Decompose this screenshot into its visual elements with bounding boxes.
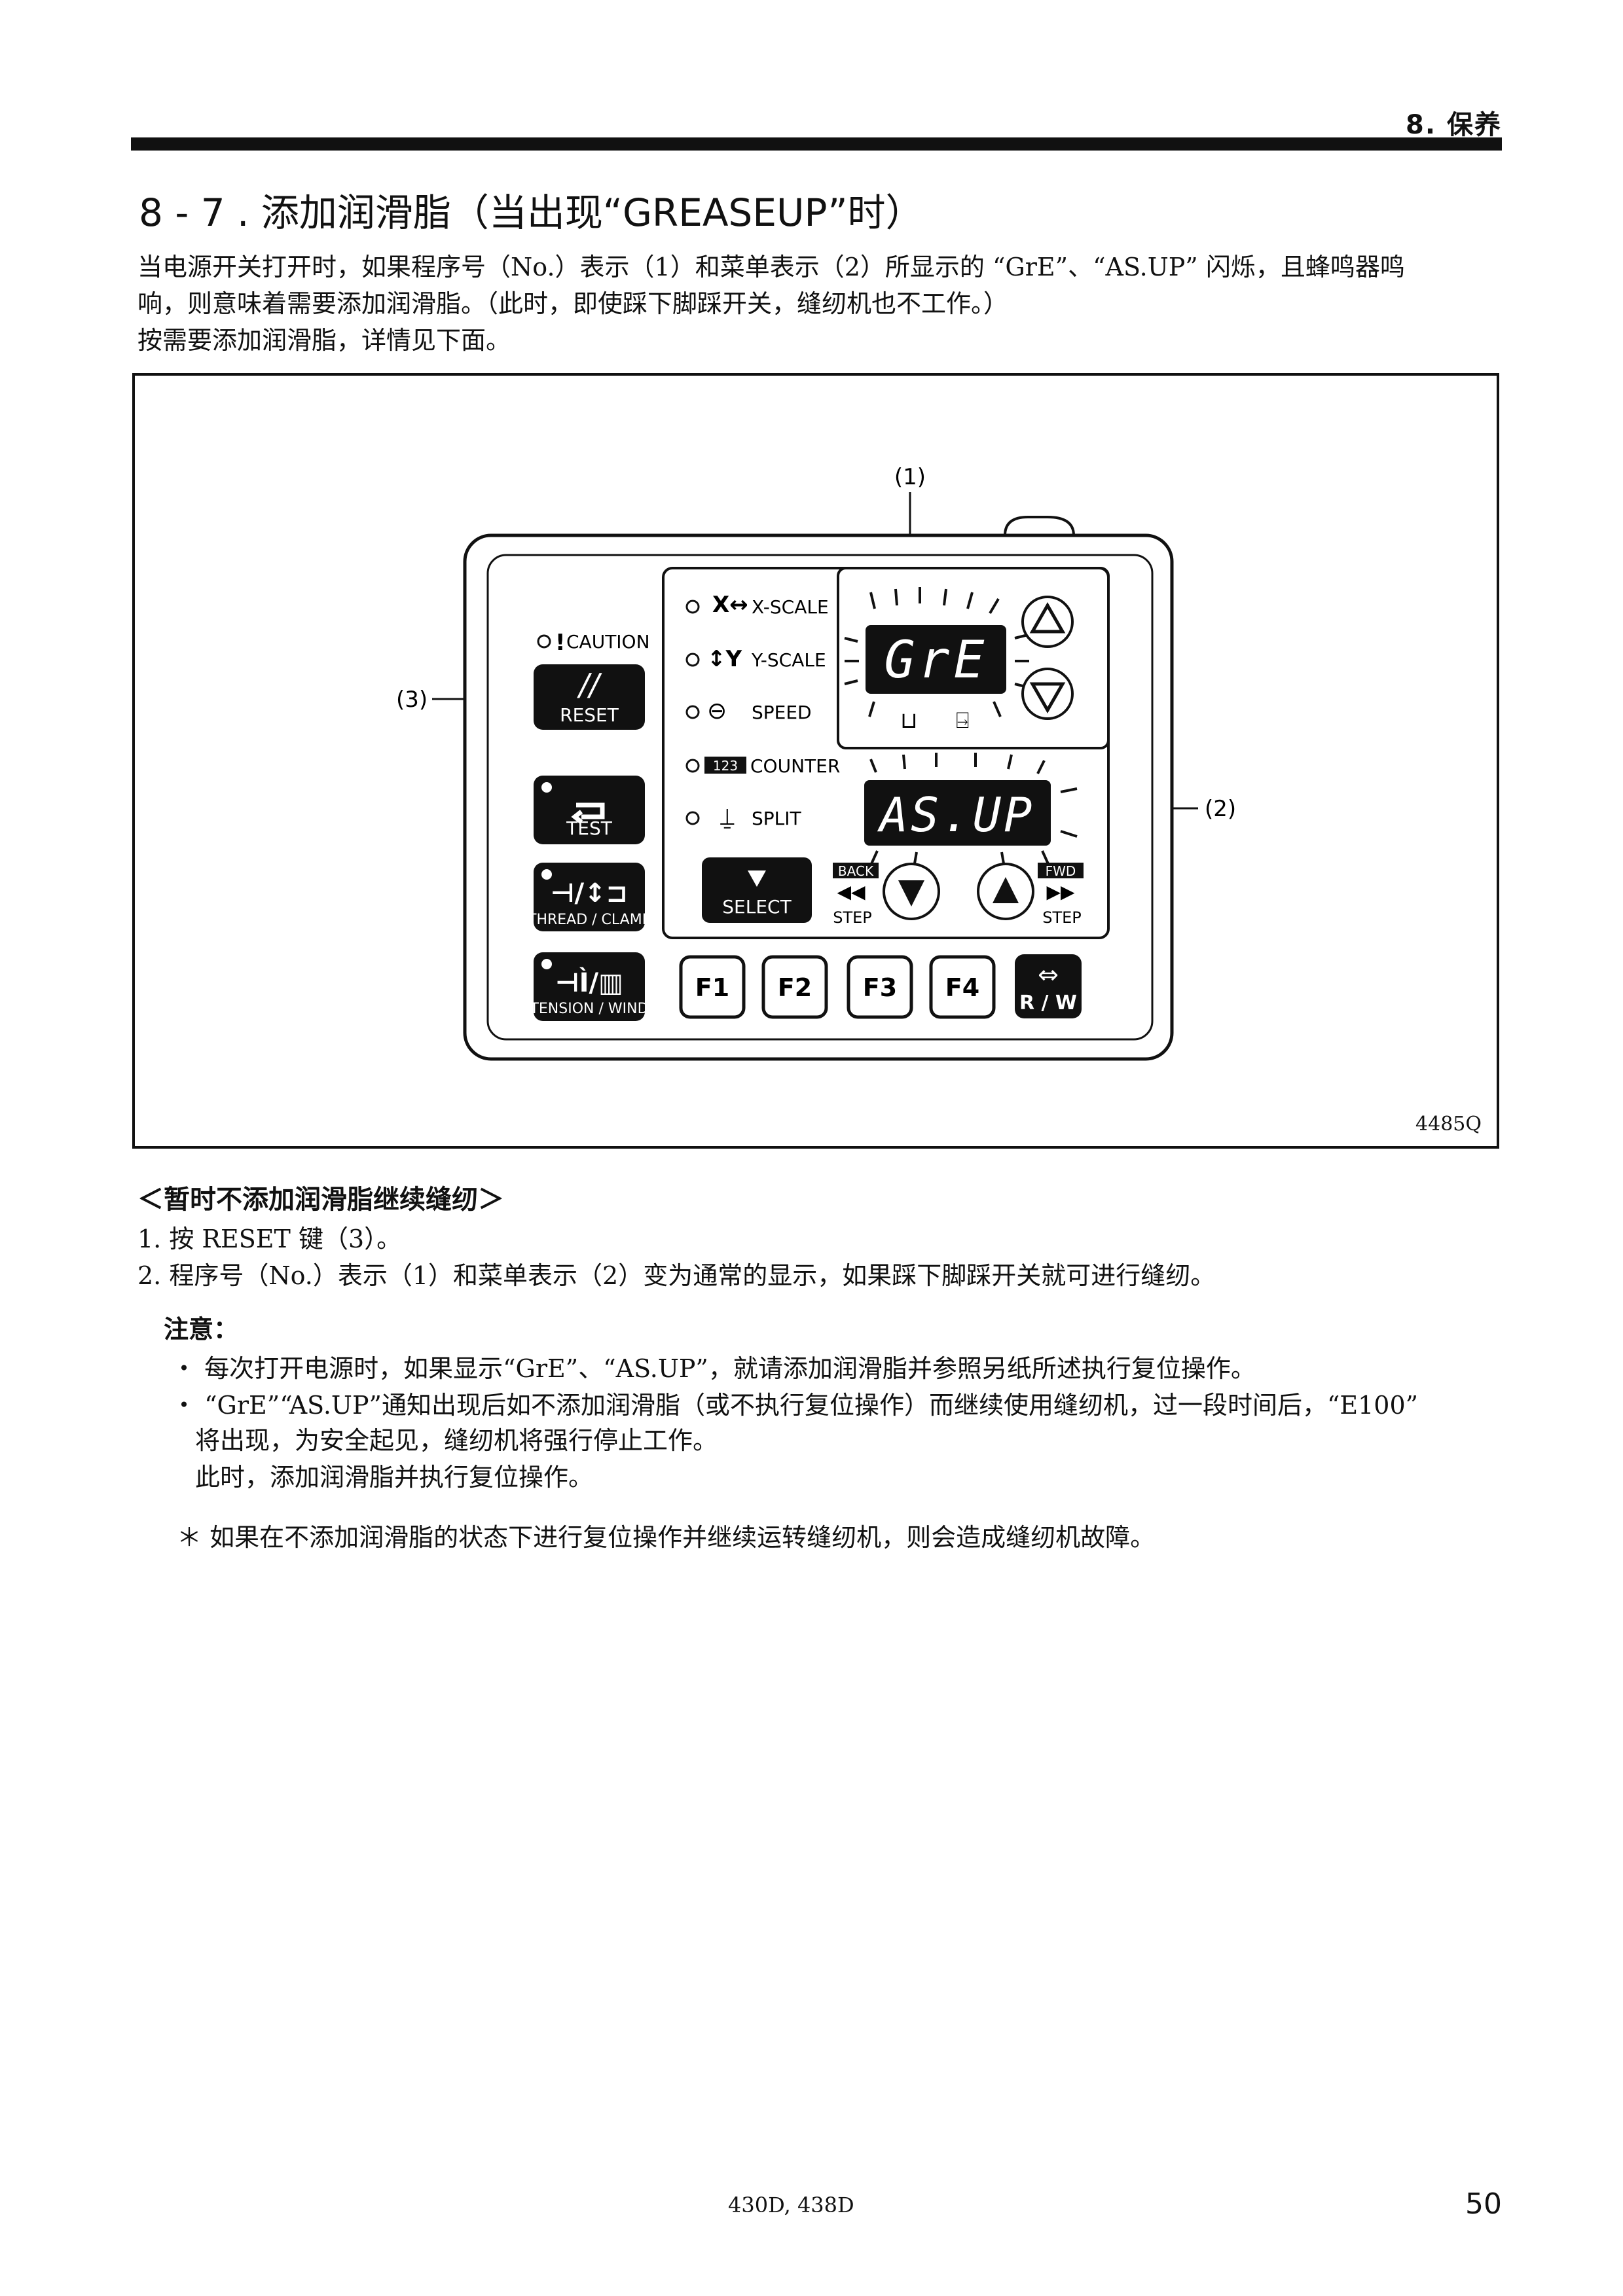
tension-wind-led-icon bbox=[541, 959, 552, 969]
test-led-icon bbox=[541, 782, 552, 793]
bobbin-icon: ⊔ bbox=[900, 708, 918, 734]
program-number-display bbox=[866, 625, 1006, 694]
triangle-up-icon bbox=[993, 877, 1019, 903]
fwd-tag bbox=[1038, 863, 1084, 878]
note-item-2-cont: 将出现，为安全起见，缝纫机将强行停止工作。 bbox=[195, 1426, 718, 1455]
rw-label: R / W bbox=[1019, 992, 1077, 1014]
program-up-button[interactable] bbox=[1021, 596, 1074, 648]
counter-label: COUNTER bbox=[750, 755, 840, 777]
back-label: BACK bbox=[838, 863, 874, 879]
speedometer-icon: ⊖ bbox=[707, 698, 727, 725]
yscale-led-icon bbox=[685, 653, 700, 667]
program-display-frame bbox=[837, 567, 1110, 749]
callout-2: (2) bbox=[1205, 796, 1236, 822]
thread-clamp-led-icon bbox=[541, 869, 552, 880]
control-panel-illustration: (1) (2) (3) ! CAUTION // RESET TEST ⊣/↕⊐… bbox=[396, 464, 1236, 1061]
f2-label: F2 bbox=[778, 973, 812, 1002]
subsection-heading: ＜暂时不添加润滑脂继续缝纫＞ bbox=[137, 1185, 504, 1215]
intro-line-2: 响，则意味着需要添加润滑脂。（此时，即使踩下脚踩开关，缝纫机也不工作。） bbox=[137, 289, 1009, 318]
counter-led-icon bbox=[685, 759, 700, 773]
triangle-down-outline-icon bbox=[1029, 682, 1066, 714]
y-arrow-icon: ↕Y bbox=[707, 646, 742, 672]
note-item-3: 此时，添加润滑脂并执行复位操作。 bbox=[195, 1463, 594, 1492]
speed-led-icon bbox=[685, 705, 700, 719]
f3-label: F3 bbox=[863, 973, 897, 1002]
fwd-label: FWD bbox=[1046, 863, 1076, 879]
triangle-up-outline-icon bbox=[1029, 601, 1066, 634]
back-step-label: STEP bbox=[833, 908, 872, 927]
yscale-label: Y-SCALE bbox=[751, 649, 826, 671]
mode-list: X↔ X-SCALE ↕Y Y-SCALE ⊖ SPEED 123 COUNTE… bbox=[685, 592, 840, 831]
back-tag bbox=[833, 863, 879, 878]
reset-slash-icon: // bbox=[577, 667, 602, 702]
note-item-1: ・ 每次打开电源时，如果显示“GrE”、“AS.UP”，就请添加润滑脂并参照另纸… bbox=[172, 1354, 1256, 1383]
reset-button[interactable]: // RESET bbox=[534, 664, 645, 730]
panel-inner bbox=[486, 554, 1154, 1041]
svg-text:123: 123 bbox=[713, 758, 738, 774]
f1-label: F1 bbox=[695, 973, 729, 1002]
figure-code: 4485Q bbox=[1415, 1113, 1482, 1136]
f2-button[interactable]: F2 bbox=[761, 955, 828, 1019]
return-arrow-icon bbox=[571, 802, 605, 824]
section-title: 8 - 7 . 添加润滑脂（当出现“GREASEUP”时） bbox=[139, 190, 924, 235]
f4-button[interactable]: F4 bbox=[929, 955, 996, 1019]
fast-forward-icon: ▶▶ bbox=[1046, 881, 1075, 903]
caution-label: CAUTION bbox=[566, 631, 650, 653]
caution-led-icon bbox=[537, 634, 551, 649]
split-led-icon bbox=[685, 811, 700, 825]
select-arrow-icon bbox=[748, 870, 766, 887]
select-button[interactable]: SELECT bbox=[702, 857, 812, 923]
tension-wind-icon: ⊣Ì/▥ bbox=[555, 967, 623, 998]
tension-wind-button[interactable]: ⊣Ì/▥ TENSION / WIND bbox=[529, 952, 649, 1021]
test-button[interactable]: TEST bbox=[534, 776, 645, 844]
select-label: SELECT bbox=[722, 896, 792, 918]
note-heading: 注意： bbox=[164, 1315, 239, 1344]
reset-label: RESET bbox=[560, 704, 619, 726]
thread-clamp-icon: ⊣/↕⊐ bbox=[551, 878, 628, 908]
x-arrow-icon: X↔ bbox=[712, 592, 748, 618]
rewind-icon: ◀◀ bbox=[837, 881, 866, 903]
tension-wind-label: TENSION / WIND bbox=[529, 1001, 648, 1017]
exclamation-icon: ! bbox=[555, 630, 566, 656]
menu-display-text: AS.UP bbox=[877, 787, 1035, 842]
counter-icon bbox=[704, 757, 746, 774]
step-1: 1. 按 RESET 键（3）。 bbox=[137, 1225, 402, 1253]
page-number: 50 bbox=[1465, 2187, 1502, 2221]
f4-label: F4 bbox=[945, 973, 979, 1002]
f1-button[interactable]: F1 bbox=[679, 955, 746, 1019]
speed-label: SPEED bbox=[752, 702, 812, 723]
step-back-button[interactable] bbox=[883, 863, 940, 920]
f3-button[interactable]: F3 bbox=[847, 955, 913, 1019]
rw-button[interactable]: ⇔ R / W bbox=[1015, 954, 1082, 1018]
read-write-arrows-icon: ⇔ bbox=[1038, 960, 1059, 989]
xscale-label: X-SCALE bbox=[752, 596, 829, 618]
test-label: TEST bbox=[566, 817, 613, 839]
footnote: ＊ 如果在不添加润滑脂的状态下进行复位操作并继续运转缝纫机，则会造成缝纫机故障。 bbox=[177, 1523, 1156, 1552]
intro-line-3: 按需要添加润滑脂，详情见下面。 bbox=[137, 326, 511, 355]
figure-frame bbox=[132, 373, 1499, 1149]
footer-model: 430D, 438D bbox=[728, 2193, 854, 2217]
program-display-text: GrE bbox=[884, 631, 989, 690]
note-item-2: ・ “GrE”“AS.UP”通知出现后如不添加润滑脂（或不执行复位操作）而继续使… bbox=[172, 1391, 1419, 1420]
needle-icon: ⍊ bbox=[720, 804, 735, 831]
step-forward-button[interactable] bbox=[977, 863, 1034, 920]
fwd-step-label: STEP bbox=[1042, 908, 1082, 927]
running-header: 8. 保养 bbox=[1406, 110, 1502, 140]
step-2: 2. 程序号（No.）表示（1）和菜单表示（2）变为通常的显示，如果踩下脚踩开关… bbox=[137, 1261, 1216, 1290]
thread-clamp-label: THREAD / CLAMP bbox=[527, 912, 651, 928]
xscale-led-icon bbox=[685, 600, 700, 614]
program-display-blink-marks bbox=[844, 587, 1029, 717]
split-label: SPLIT bbox=[752, 808, 802, 829]
thread-clamp-button[interactable]: ⊣/↕⊐ THREAD / CLAMP bbox=[527, 863, 651, 931]
header-rule bbox=[131, 137, 1502, 151]
callout-3: (3) bbox=[396, 687, 428, 713]
callout-1: (1) bbox=[894, 464, 926, 490]
triangle-down-icon bbox=[898, 880, 924, 906]
timer-icon: ⍈ bbox=[956, 708, 969, 734]
program-down-button[interactable] bbox=[1021, 668, 1074, 720]
menu-display bbox=[864, 780, 1051, 846]
intro-line-1: 当电源开关打开时，如果程序号（No.）表示（1）和菜单表示（2）所显示的 “Gr… bbox=[137, 253, 1405, 281]
